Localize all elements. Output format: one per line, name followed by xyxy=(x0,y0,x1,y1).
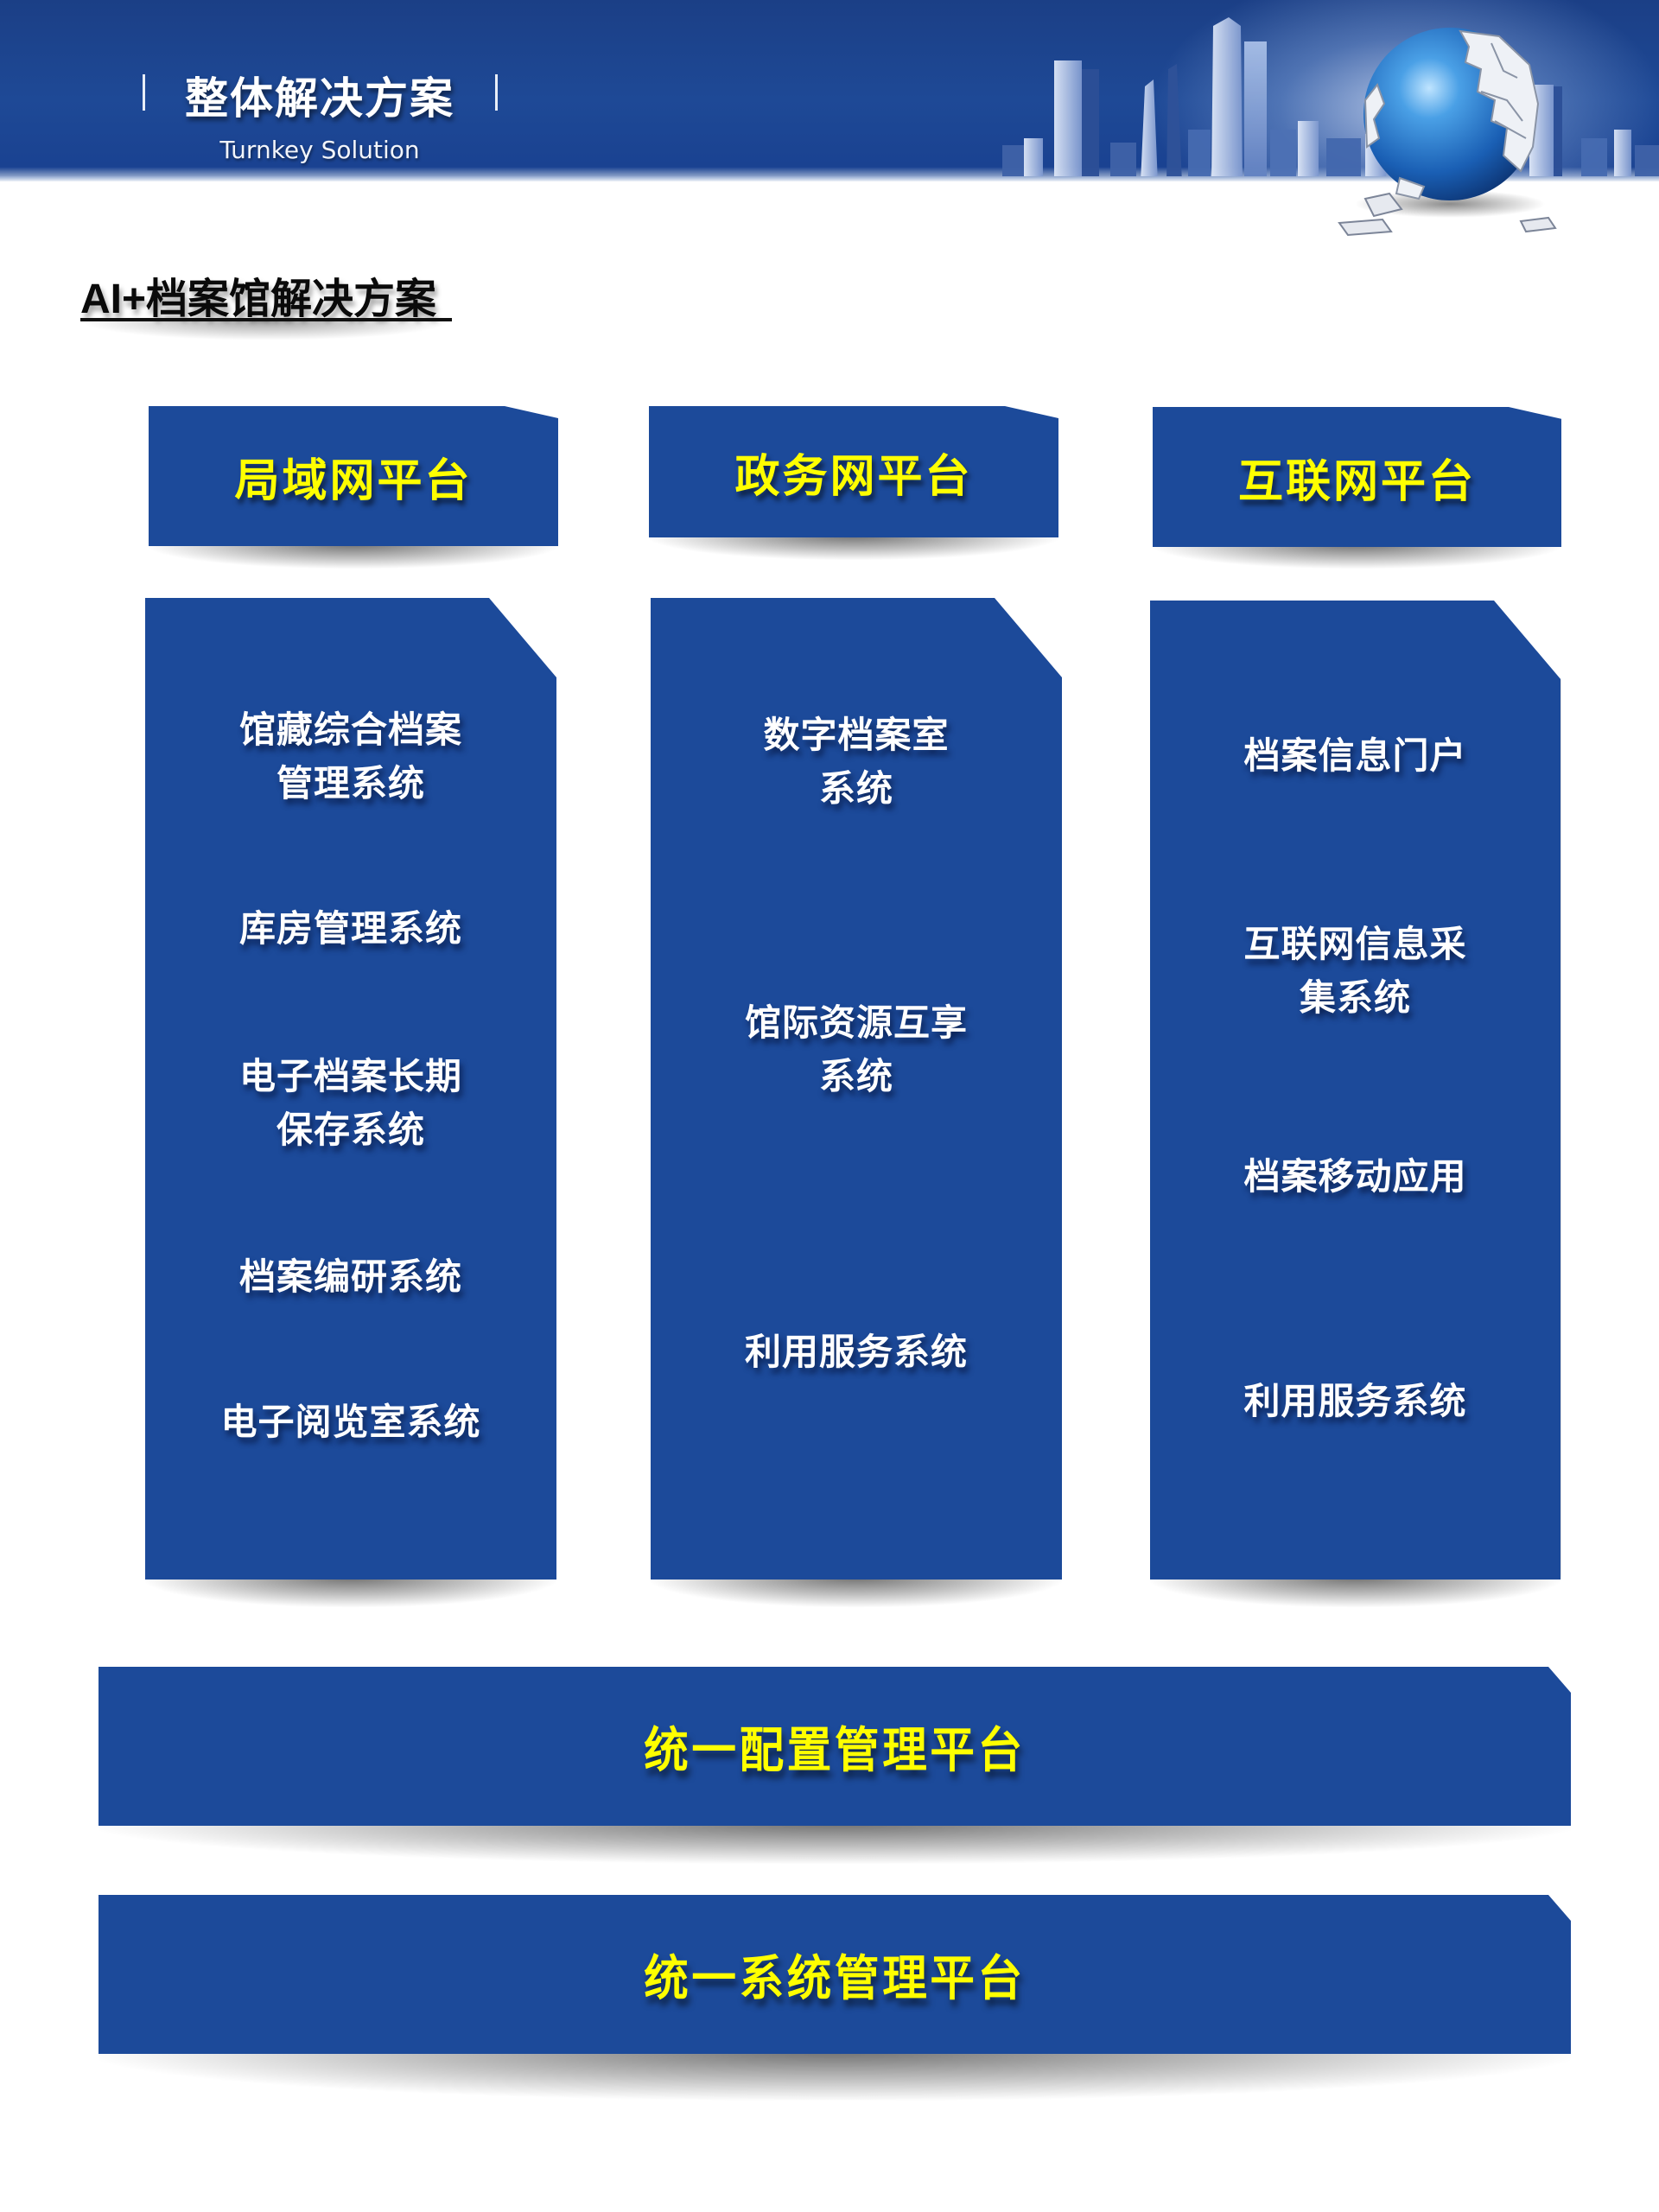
column-shadow-internet xyxy=(1150,1578,1560,1607)
platform-header-internet: 互联网平台 xyxy=(1153,407,1561,547)
system-item-line: 系统 xyxy=(818,1055,893,1097)
system-item: 库房管理系统 xyxy=(145,902,556,956)
system-item-line: 系统 xyxy=(818,767,893,810)
column-gov-systems: 数字档案室 系统 馆际资源互享 系统 利用服务系统 xyxy=(651,598,1062,1580)
system-item-line: 档案信息门户 xyxy=(1243,734,1467,777)
system-item: 档案移动应用 xyxy=(1150,1150,1560,1204)
system-item-line: 互联网信息采 xyxy=(1243,923,1467,965)
banner-title: 整体解决方案 xyxy=(185,73,454,124)
system-item: 利用服务系统 xyxy=(1150,1375,1560,1428)
platform-header-lan: 局域网平台 xyxy=(149,406,558,546)
system-item-line: 档案移动应用 xyxy=(1243,1155,1467,1198)
system-item-line: 电子阅览室系统 xyxy=(220,1401,481,1443)
platform-bar-system: 统一系统管理平台 xyxy=(99,1895,1571,2054)
system-item-line: 利用服务系统 xyxy=(1243,1380,1467,1422)
platform-bar-label: 统一配置管理平台 xyxy=(644,1722,1026,1779)
platform-bar-shadow-system xyxy=(99,2052,1571,2101)
system-item-line: 档案编研系统 xyxy=(238,1255,462,1298)
system-item-line: 馆藏综合档案 xyxy=(238,709,462,751)
system-item: 电子档案长期 保存系统 xyxy=(145,1050,556,1157)
platform-bar-config: 统一配置管理平台 xyxy=(99,1667,1571,1826)
section-title: AI+档案馆解决方案 xyxy=(80,276,437,322)
system-item-line: 集系统 xyxy=(1299,976,1411,1019)
section-title-underline xyxy=(80,318,452,321)
platform-header-label: 局域网平台 xyxy=(234,454,473,507)
system-item-line: 数字档案室 xyxy=(763,714,950,756)
title-divider-right xyxy=(495,74,498,111)
column-shadow-lan xyxy=(145,1578,556,1607)
system-item: 互联网信息采 集系统 xyxy=(1150,918,1560,1025)
system-item-line: 馆际资源互享 xyxy=(744,1001,968,1044)
system-item: 档案编研系统 xyxy=(145,1250,556,1304)
platform-bar-label: 统一系统管理平台 xyxy=(644,1950,1026,2007)
column-shadow-gov xyxy=(651,1578,1062,1607)
platform-header-gov: 政务网平台 xyxy=(649,406,1058,537)
system-item: 利用服务系统 xyxy=(651,1325,1062,1379)
system-item: 馆际资源互享 系统 xyxy=(651,996,1062,1103)
system-item: 档案信息门户 xyxy=(1150,729,1560,783)
system-item-line: 管理系统 xyxy=(276,762,425,804)
system-item-line: 库房管理系统 xyxy=(238,907,462,950)
section-title-underline-shadow xyxy=(80,321,452,340)
header-shadow-lan xyxy=(149,544,558,569)
header-shadow-gov xyxy=(649,536,1058,560)
banner-bottom-edge xyxy=(0,176,1659,181)
header-shadow-internet xyxy=(1153,544,1561,569)
column-internet-systems: 档案信息门户 互联网信息采 集系统 档案移动应用 利用服务系统 xyxy=(1150,601,1560,1580)
platform-bar-shadow-config xyxy=(99,1824,1571,1864)
system-item: 馆藏综合档案 管理系统 xyxy=(145,703,556,810)
city-skyline-icon xyxy=(1002,17,1659,181)
system-item-line: 保存系统 xyxy=(276,1109,425,1151)
column-lan-systems: 馆藏综合档案 管理系统 库房管理系统 电子档案长期 保存系统 档案编研系统 电子… xyxy=(145,598,556,1580)
system-item: 电子阅览室系统 xyxy=(145,1395,556,1449)
globe-icon xyxy=(1338,28,1557,237)
system-item: 数字档案室 系统 xyxy=(651,709,1062,816)
platform-header-label: 互联网平台 xyxy=(1237,455,1476,508)
system-item-line: 电子档案长期 xyxy=(238,1055,462,1097)
system-item-line: 利用服务系统 xyxy=(744,1331,968,1373)
title-divider-left xyxy=(143,74,145,111)
banner-subtitle: Turnkey Solution xyxy=(219,136,420,164)
platform-header-label: 政务网平台 xyxy=(734,450,973,503)
